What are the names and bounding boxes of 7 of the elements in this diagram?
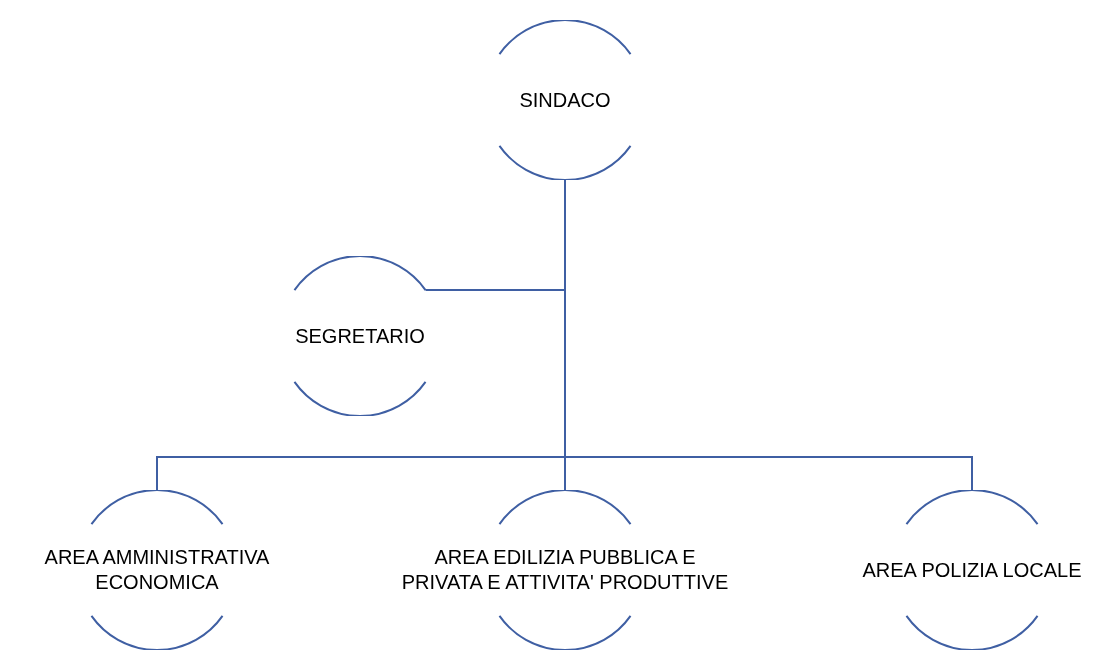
node-label: AREA POLIZIA LOCALE xyxy=(862,557,1082,583)
connector-line xyxy=(564,179,973,491)
node-label: AREA AMMINISTRATIVA ECONOMICA xyxy=(43,545,271,595)
org-node xyxy=(400,490,730,650)
node-label: AREA EDILIZIA PUBBLICA E PRIVATA E ATTIVITA' PRODUTTIVE xyxy=(400,545,730,595)
node-label: SINDACO xyxy=(519,87,611,113)
node-label: SEGRETARIO xyxy=(295,323,425,349)
